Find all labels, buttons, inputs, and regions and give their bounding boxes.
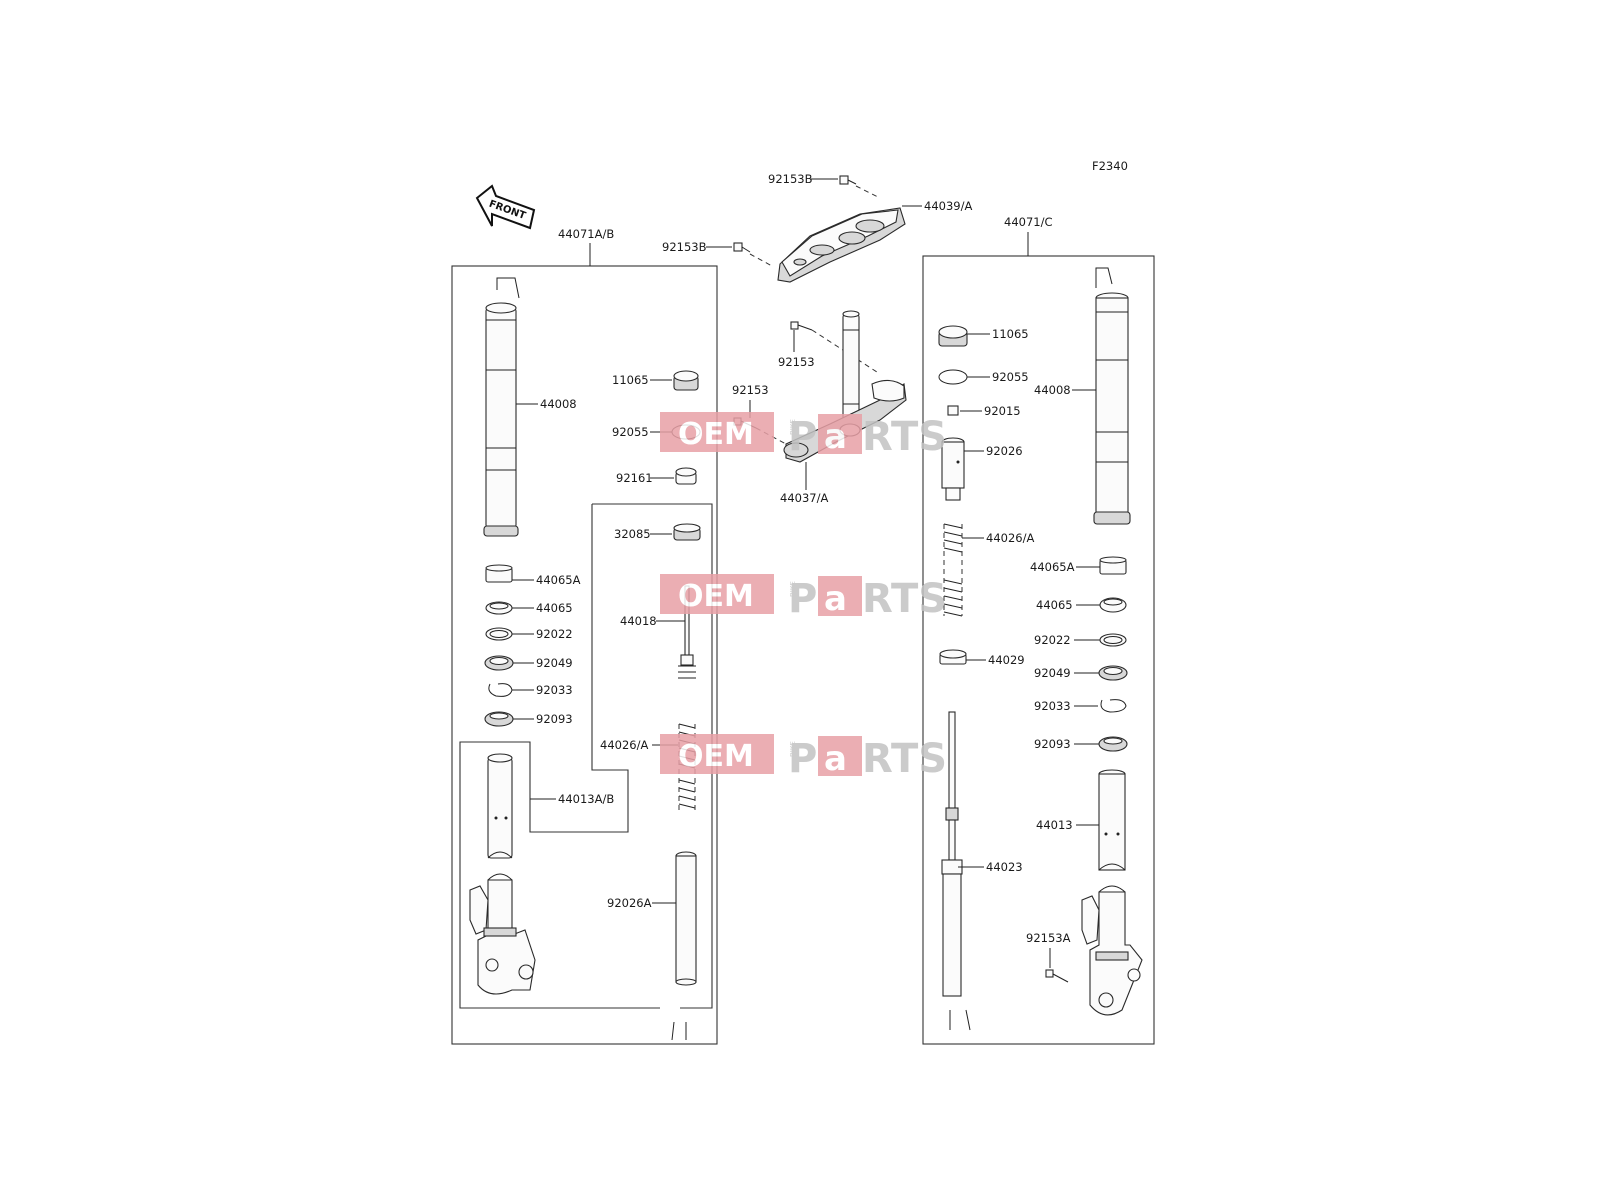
front-arrow-icon: FRONT xyxy=(475,184,536,230)
label-44023-right: 44023 xyxy=(986,860,1023,874)
right-fork-assembly: 44071/C 11065 92055 92015 92026 xyxy=(922,215,1155,1045)
label-92093-right: 92093 xyxy=(1034,737,1071,751)
left-seal-92049 xyxy=(484,655,514,671)
label-11065-left: 11065 xyxy=(612,373,649,387)
right-seat-44029 xyxy=(939,649,967,665)
label-44065A-left: 44065A xyxy=(536,573,581,587)
bolt-92153B-top xyxy=(839,175,857,185)
watermark-1: OEM BIKE P a RTS xyxy=(660,412,947,460)
label-92022-right: 92022 xyxy=(1034,633,1071,647)
left-inner-tube xyxy=(483,277,520,537)
svg-text:RTS: RTS xyxy=(862,414,947,460)
label-92153B-mid: 92153B xyxy=(662,240,707,254)
label-44071-C: 44071/C xyxy=(1004,215,1053,229)
right-spring-44026 xyxy=(943,523,963,617)
right-pipe-92026 xyxy=(941,437,965,501)
left-bush-44065 xyxy=(485,601,513,615)
svg-text:BIKE: BIKE xyxy=(789,741,797,757)
svg-text:OEM: OEM xyxy=(678,417,754,452)
label-44026A-left: 44026/A xyxy=(600,738,648,752)
label-44026A-right: 44026/A xyxy=(986,531,1034,545)
svg-text:a: a xyxy=(824,417,847,457)
left-washer-92022 xyxy=(485,627,513,641)
label-44037A: 44037/A xyxy=(780,491,828,505)
right-bush-44065A xyxy=(1099,556,1127,575)
right-cap-11065 xyxy=(938,325,968,347)
label-92015-right: 92015 xyxy=(984,404,1021,418)
right-cylinder-44023 xyxy=(941,711,963,997)
svg-text:P: P xyxy=(788,576,817,622)
label-44065-left: 44065 xyxy=(536,601,573,615)
watermark-2: OEM BIKE P a RTS xyxy=(660,574,947,622)
label-92153B-top: 92153B xyxy=(768,172,813,186)
upper-bracket-44039A xyxy=(777,207,906,283)
left-bush-44065A xyxy=(485,564,513,583)
label-44065-right: 44065 xyxy=(1036,598,1073,612)
label-44029-right: 44029 xyxy=(988,653,1025,667)
label-92153A-right: 92153A xyxy=(1026,931,1071,945)
right-seal-92049 xyxy=(1098,665,1128,681)
bolt-92153B-mid xyxy=(733,242,751,253)
left-assembly-box xyxy=(451,265,718,1045)
watermark-3: OEM BIKE P a RTS xyxy=(660,734,947,782)
label-92049-left: 92049 xyxy=(536,656,573,670)
label-44065A-right: 44065A xyxy=(1030,560,1075,574)
label-92055-right: 92055 xyxy=(992,370,1029,384)
left-bush-32085 xyxy=(673,523,701,541)
label-92161-left: 92161 xyxy=(616,471,653,485)
svg-text:a: a xyxy=(824,579,847,619)
label-44071A-B: 44071A/B xyxy=(558,227,614,241)
left-clip-92033 xyxy=(488,683,513,697)
label-44013-right: 44013 xyxy=(1036,818,1073,832)
svg-text:P: P xyxy=(788,414,817,460)
svg-text:a: a xyxy=(824,739,847,779)
right-clip-92033 xyxy=(1100,699,1127,713)
label-92093-left: 92093 xyxy=(536,712,573,726)
svg-text:OEM: OEM xyxy=(678,579,754,614)
svg-text:RTS: RTS xyxy=(862,576,947,622)
left-cap-11065 xyxy=(673,370,699,391)
right-nut-92015 xyxy=(947,405,959,416)
label-92153-lower: 92153 xyxy=(732,383,769,397)
left-dust-seal-92093 xyxy=(484,711,514,727)
label-92049-right: 92049 xyxy=(1034,666,1071,680)
svg-text:BIKE: BIKE xyxy=(789,419,797,435)
right-bush-44065 xyxy=(1099,597,1127,613)
label-92022-left: 92022 xyxy=(536,627,573,641)
svg-text:P: P xyxy=(788,736,817,782)
figure-code: F2340 xyxy=(1092,159,1128,173)
label-44008-left: 44008 xyxy=(540,397,577,411)
right-bolt-92153A xyxy=(1045,969,1069,983)
bolt-92153-upper xyxy=(790,321,813,331)
right-inner-tube xyxy=(1093,267,1131,525)
svg-text:BIKE: BIKE xyxy=(789,581,797,597)
label-92055-left: 92055 xyxy=(612,425,649,439)
svg-text:RTS: RTS xyxy=(862,736,947,782)
right-dust-seal-92093 xyxy=(1098,736,1128,752)
label-92026-right: 92026 xyxy=(986,444,1023,458)
left-outer-tube xyxy=(469,753,536,995)
right-washer-92022 xyxy=(1099,633,1127,647)
left-nut-92161 xyxy=(675,467,697,485)
label-44018-left: 44018 xyxy=(620,614,657,628)
label-32085-left: 32085 xyxy=(614,527,651,541)
label-92033-left: 92033 xyxy=(536,683,573,697)
left-fork-assembly: 44071A/B 44013A/B 44008 44065A 4406 xyxy=(451,227,718,1045)
label-44039A: 44039/A xyxy=(924,199,972,213)
label-92153-upper: 92153 xyxy=(778,355,815,369)
label-92026A-left: 92026A xyxy=(607,896,652,910)
label-44008-right: 44008 xyxy=(1034,383,1071,397)
right-assembly-box xyxy=(922,255,1155,1045)
label-11065-right: 11065 xyxy=(992,327,1029,341)
label-92033-right: 92033 xyxy=(1034,699,1071,713)
left-pipe-92026A xyxy=(675,851,697,986)
label-44013A-B: 44013A/B xyxy=(558,792,614,806)
svg-text:OEM: OEM xyxy=(678,739,754,774)
right-oring-92055 xyxy=(938,369,968,385)
right-outer-tube-44013 xyxy=(1081,769,1143,1016)
